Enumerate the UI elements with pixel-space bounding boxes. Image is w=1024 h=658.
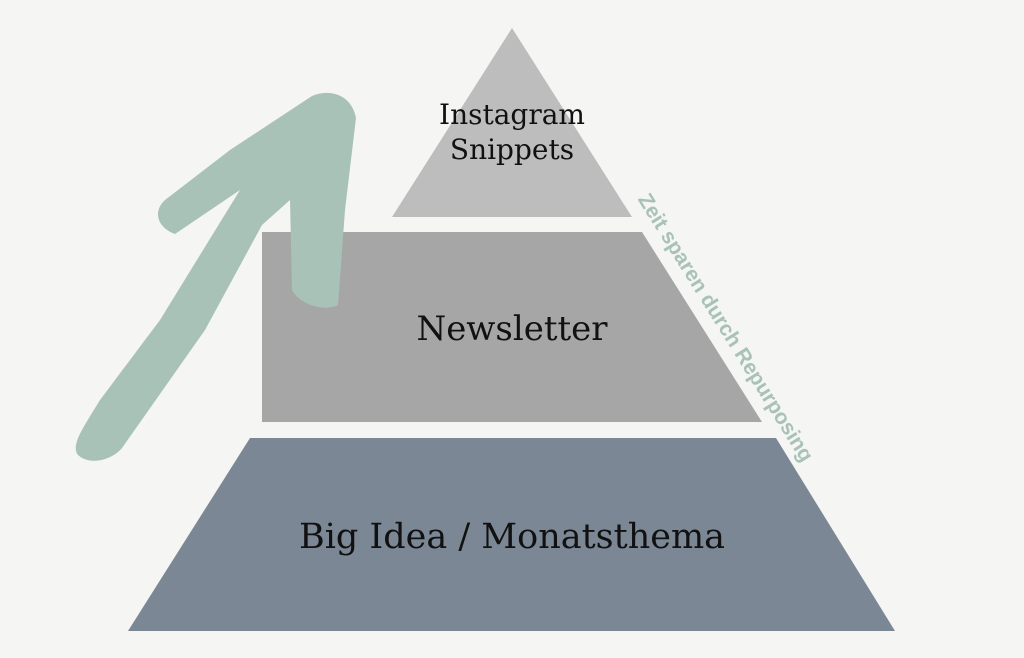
tier-bottom-label: Big Idea / Monatsthema bbox=[298, 517, 725, 557]
tier-middle-label: Newsletter bbox=[416, 309, 608, 349]
pyramid-tier-top bbox=[392, 28, 632, 217]
pyramid-tier-middle bbox=[262, 232, 762, 422]
tier-top-label: Instagram Snippets bbox=[412, 97, 612, 167]
pyramid-tier-bottom bbox=[128, 438, 895, 631]
tier-top-line2: Snippets bbox=[449, 133, 575, 166]
arrow-up-icon bbox=[75, 92, 356, 461]
pyramid-tier-middle-left bbox=[262, 232, 382, 422]
tier-top-line1: Instagram bbox=[439, 98, 585, 131]
